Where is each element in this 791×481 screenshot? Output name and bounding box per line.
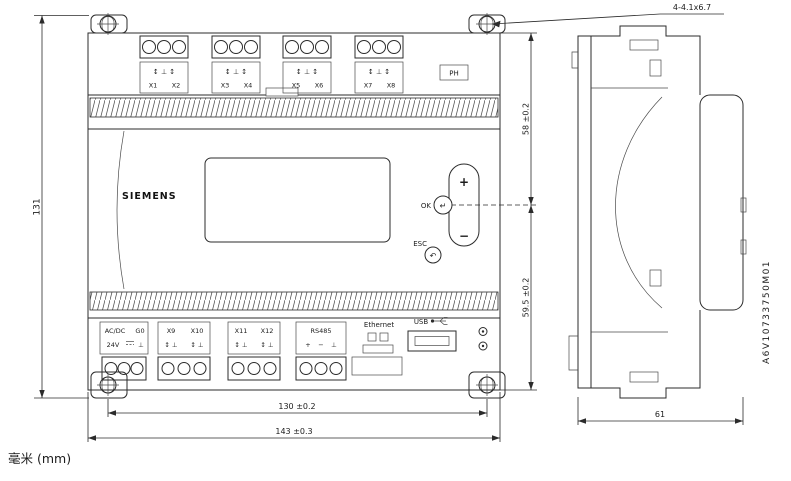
din-clip-upper <box>571 51 578 69</box>
terminal-label: X12 <box>261 327 274 335</box>
label-window <box>265 87 299 97</box>
usb-receptacle <box>407 330 457 352</box>
bottom-blank-slot <box>351 356 403 376</box>
din-rail-plate <box>577 35 592 389</box>
terminal-label: X5 <box>292 82 301 90</box>
rs485-block: RS485 + − ⊥ <box>295 321 347 355</box>
ok-button-glyph: ↵ <box>440 202 447 211</box>
document-id: A6V10733750M01 <box>762 260 772 364</box>
power-label-24v: 24V <box>107 341 120 349</box>
side-ok-button-profile <box>740 197 747 213</box>
dim-depth: 61 <box>655 410 665 419</box>
button-cluster: + − ↵ OK ↶ ESC <box>413 163 537 264</box>
power-terminal-block: AC/DC G0 24V ⊥ <box>99 321 149 355</box>
side-top-block <box>591 25 701 95</box>
bottom-screw-block-4 <box>295 356 347 381</box>
side-front-panel <box>699 94 744 311</box>
terminal-symbols: ↕ ⊥ <box>190 341 204 349</box>
mounting-ear-top-left <box>90 13 128 35</box>
esc-button-glyph: ↶ <box>429 252 437 261</box>
side-esc-button-profile <box>740 239 747 255</box>
ok-button-label: OK <box>421 202 432 210</box>
mounting-ear-bottom-left <box>90 371 128 399</box>
terminal-label-x5-x6: ↕ ⊥ ↕ X5 X6 <box>282 61 332 94</box>
top-screw-block-1 <box>139 35 189 59</box>
terminal-label-x7-x8: ↕ ⊥ ↕ X7 X8 <box>354 61 404 94</box>
lcd-display <box>204 157 391 243</box>
led-top <box>478 327 488 336</box>
side-bottom-block <box>591 310 701 399</box>
rs485-plus: + <box>305 341 310 349</box>
terminal-symbols: ↕ ⊥ <box>260 341 274 349</box>
usb-icon <box>430 317 448 325</box>
vent-slots-bottom <box>89 291 499 311</box>
side-clip-top <box>649 59 662 77</box>
terminal-label: X9 <box>167 327 176 335</box>
mounting-ear-bottom-right <box>468 371 506 399</box>
cover-curve <box>116 130 125 290</box>
terminal-label: X4 <box>244 82 253 90</box>
terminal-symbols: ↕ ⊥ ↕ <box>296 68 318 76</box>
terminal-label-x1-x2: ↕ ⊥ ↕ X1 X2 <box>139 61 189 94</box>
dim-hole-spacing: 130 ±0.2 <box>278 402 315 411</box>
terminal-symbols: ↕ ⊥ ↕ <box>368 68 390 76</box>
power-label-acdc: AC/DC <box>105 327 126 335</box>
terminal-symbols: ↕ ⊥ ↕ <box>153 68 175 76</box>
ok-button <box>433 195 453 215</box>
terminal-label: X7 <box>364 82 373 90</box>
bottom-screw-block-1 <box>101 356 147 381</box>
terminal-label: X11 <box>235 327 248 335</box>
usb-port: USB <box>407 317 457 352</box>
terminal-label: X2 <box>172 82 181 90</box>
siemens-logo: SIEMENS <box>122 191 177 202</box>
io-block-x11-x12: X11 X12 ↕ ⊥ ↕ ⊥ <box>227 321 281 355</box>
terminal-label: X3 <box>221 82 230 90</box>
bottom-screw-block-2 <box>157 356 211 381</box>
terminal-label: X1 <box>149 82 158 90</box>
terminal-symbols: ↕ ⊥ ↕ <box>225 68 247 76</box>
dimension-annotations: 131 58 ±0.2 59.5 ±0.2 4-4.1x6.7 130 ±0.2… <box>33 3 744 442</box>
usb-label: USB <box>414 318 429 326</box>
rs485-label: RS485 <box>310 327 331 335</box>
side-view <box>568 25 747 399</box>
ph-label-box: PH <box>439 64 469 81</box>
esc-button-label: ESC <box>413 240 427 248</box>
io-block-x9-x10: X9 X10 ↕ ⊥ ↕ ⊥ <box>157 321 211 355</box>
terminal-symbols: ↕ ⊥ <box>164 341 178 349</box>
plus-button: + <box>459 175 469 189</box>
top-screw-block-2 <box>211 35 261 59</box>
terminal-label: X8 <box>387 82 396 90</box>
front-view: ↕ ⊥ ↕ X1 X2 ↕ ⊥ ↕ X3 X4 ↕ ⊥ ↕ X5 X6 ↕ ⊥ … <box>87 13 537 399</box>
terminal-label-x3-x4: ↕ ⊥ ↕ X3 X4 <box>211 61 261 94</box>
bottom-screw-block-3 <box>227 356 281 381</box>
side-cover-curve <box>615 96 663 309</box>
dim-lower-section: 59.5 ±0.2 <box>522 278 531 318</box>
terminal-symbols: ↕ ⊥ <box>234 341 248 349</box>
ph-label: PH <box>449 70 459 78</box>
units-note: 毫米 (mm) <box>8 451 71 466</box>
ethernet-port: Ethernet <box>362 321 394 354</box>
terminal-label: X6 <box>315 82 324 90</box>
din-clip-lower <box>568 335 578 371</box>
minus-button: − <box>459 229 469 243</box>
rs485-minus: − <box>318 341 323 349</box>
vent-slots-top <box>89 97 499 118</box>
esc-button <box>424 246 442 264</box>
side-clip-bottom <box>649 269 662 287</box>
dim-overall-width: 143 ±0.3 <box>275 427 312 436</box>
dim-upper-section: 58 ±0.2 <box>522 103 531 135</box>
rs485-gnd: ⊥ <box>331 341 337 349</box>
dim-overall-height: 131 <box>33 198 43 215</box>
terminal-label: X10 <box>191 327 204 335</box>
controller-body-outline <box>87 32 501 391</box>
led-bottom <box>478 341 488 351</box>
top-screw-block-3 <box>282 35 332 59</box>
power-label-g0: G0 <box>135 327 144 335</box>
status-leds <box>478 327 488 351</box>
dim-hole-callout: 4-4.1x6.7 <box>673 3 711 12</box>
power-label-gnd: ⊥ <box>138 341 144 349</box>
ethernet-label: Ethernet <box>364 321 394 329</box>
top-screw-block-4 <box>354 35 404 59</box>
